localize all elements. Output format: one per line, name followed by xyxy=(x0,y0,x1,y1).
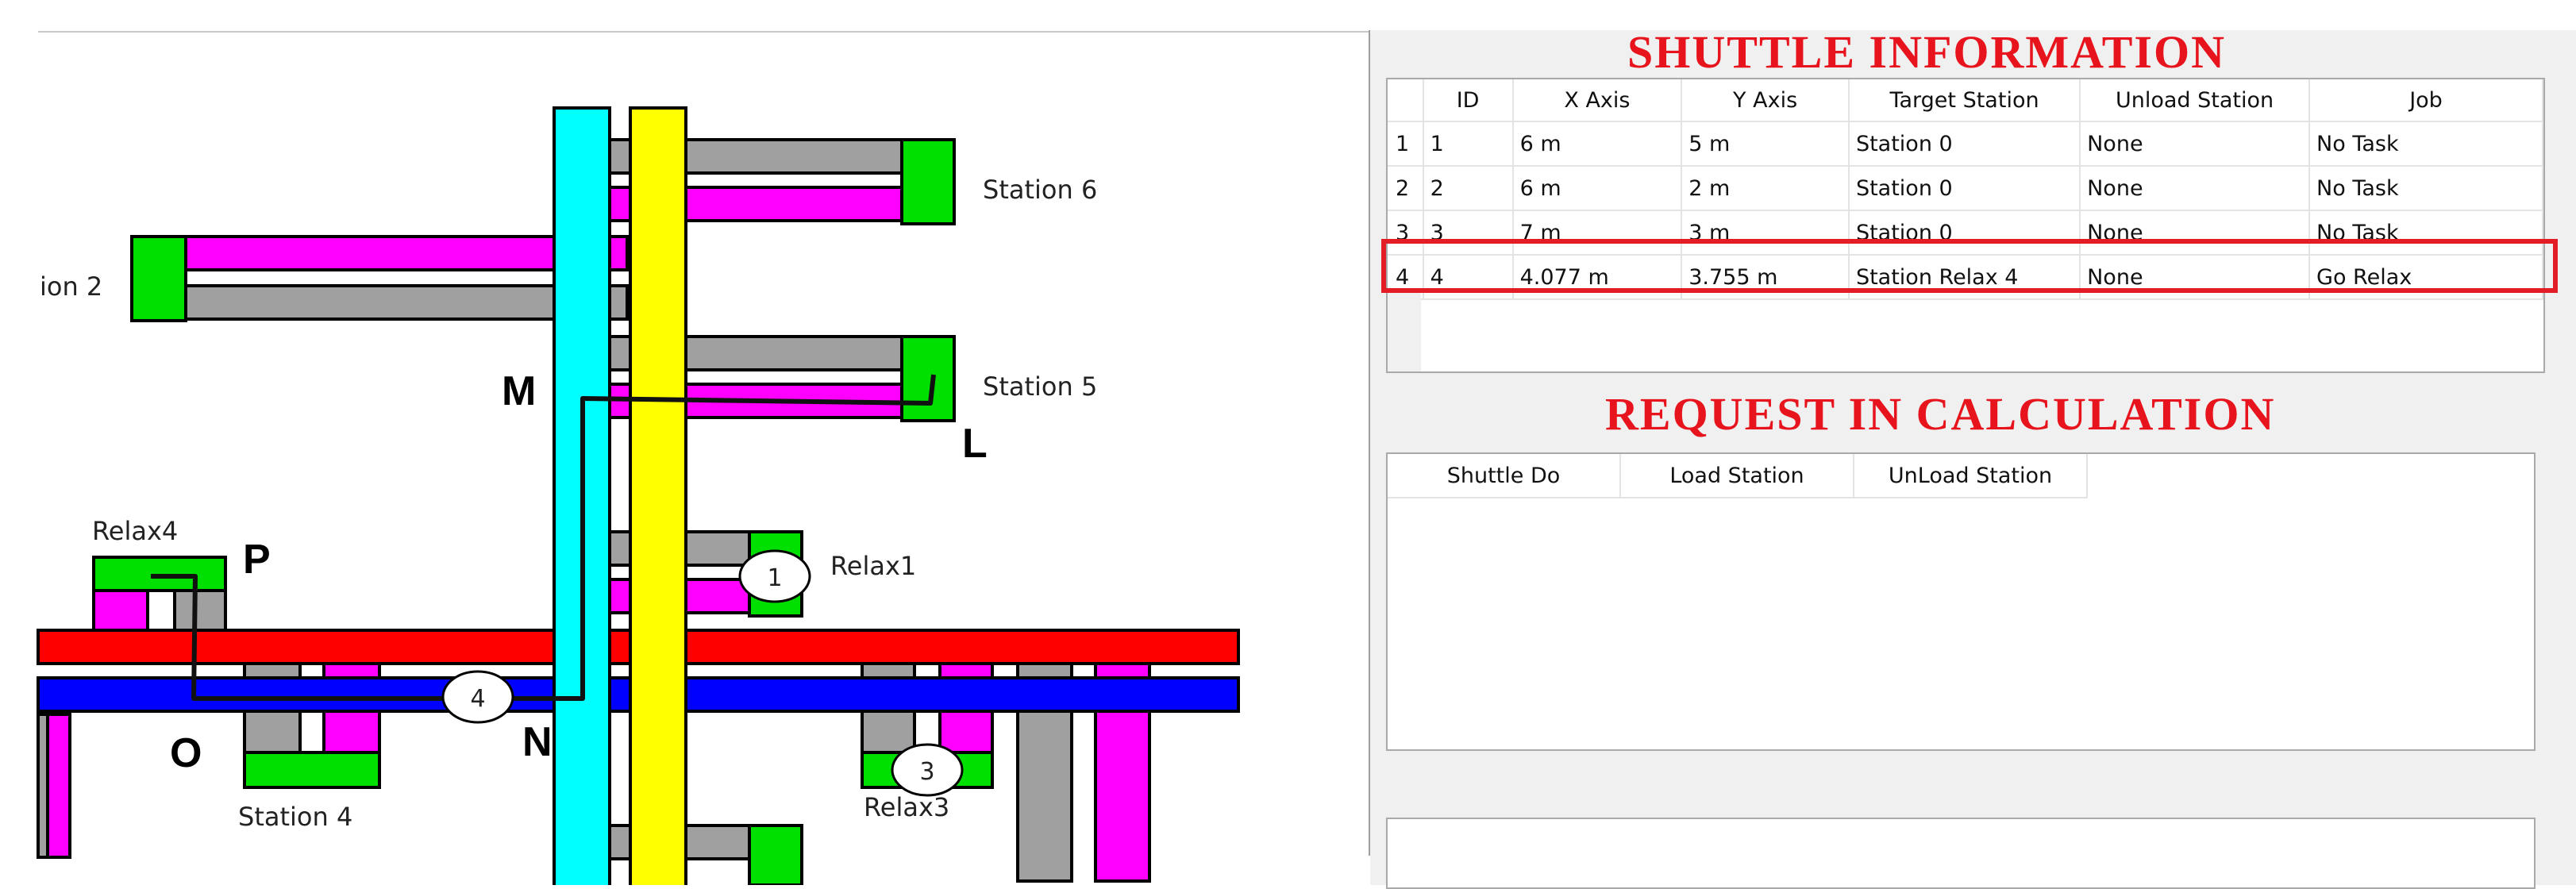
station4-block xyxy=(243,751,381,789)
label-station-6: Station 6 xyxy=(983,175,1097,205)
label-relax-3: Relax3 xyxy=(864,792,949,822)
col-header-shuttle-do[interactable]: Shuttle Do xyxy=(1388,454,1621,498)
point-p-label: P xyxy=(243,537,271,583)
shuttle-information-title: SHUTTLE INFORMATION xyxy=(1627,26,2226,78)
bottom-panel xyxy=(1386,818,2536,889)
cell-unload-station: None xyxy=(2080,166,2311,211)
lane-v-left-magenta xyxy=(46,713,71,859)
cell-y-axis: 5 m xyxy=(1681,121,1850,167)
point-o-label: O xyxy=(170,730,202,776)
table-row[interactable]: 3 3 7 m 3 m Station 0 None No Task xyxy=(1388,210,2543,256)
request-header-row: Shuttle Do Load Station UnLoad Station xyxy=(1388,454,2088,498)
col-header-job[interactable]: Job xyxy=(2309,79,2543,122)
cell-id: 3 xyxy=(1423,210,1514,256)
col-header-x-axis[interactable]: X Axis xyxy=(1512,79,1683,122)
cell-unload-station: None xyxy=(2080,121,2311,167)
table-row[interactable]: 2 2 6 m 2 m Station 0 None No Task xyxy=(1388,166,2543,211)
label-station-5: Station 5 xyxy=(983,371,1097,402)
route-path xyxy=(151,374,936,701)
row-highlight-box xyxy=(1381,239,2558,293)
cell-id: 2 xyxy=(1423,166,1514,211)
row-number: 3 xyxy=(1388,210,1424,256)
row-number: 2 xyxy=(1388,166,1424,211)
col-header-id[interactable]: ID xyxy=(1423,79,1514,122)
cell-job: No Task xyxy=(2309,121,2543,167)
label-relax-4: Relax4 xyxy=(92,516,178,546)
point-l-label: L xyxy=(962,421,988,467)
cell-x-axis: 6 m xyxy=(1512,121,1683,167)
station5-block xyxy=(900,335,956,422)
label-station-4: Station 4 xyxy=(238,802,352,832)
shuttle-4-label: 4 xyxy=(470,685,485,713)
panel-separator xyxy=(1369,30,1370,856)
col-header-target-station[interactable]: Target Station xyxy=(1848,79,2081,122)
shuttle-information-table[interactable]: ID X Axis Y Axis Target Station Unload S… xyxy=(1386,78,2545,373)
lane-v-yellow xyxy=(629,106,687,885)
request-in-calculation-title: REQUEST IN CALCULATION xyxy=(1605,388,2276,440)
bottom-block xyxy=(748,824,803,885)
cell-job: No Task xyxy=(2309,166,2543,211)
shuttle-1[interactable]: 1 xyxy=(738,549,811,603)
row-header-corner xyxy=(1388,79,1424,122)
cell-target-station: Station 0 xyxy=(1848,121,2081,167)
point-m-label: M xyxy=(502,368,536,414)
station2-block xyxy=(130,235,187,322)
cell-x-axis: 6 m xyxy=(1512,166,1683,211)
shuttle-3[interactable]: 3 xyxy=(891,743,964,797)
point-n-label: N xyxy=(522,719,553,765)
col-header-unload-station[interactable]: Unload Station xyxy=(2080,79,2311,122)
cell-target-station: Station 0 xyxy=(1848,210,2081,256)
label-relax-1: Relax1 xyxy=(830,551,916,581)
cell-id: 1 xyxy=(1423,121,1514,167)
cell-y-axis: 2 m xyxy=(1681,166,1850,211)
label-station-2: ion 2 xyxy=(40,271,102,302)
col-header-y-axis[interactable]: Y Axis xyxy=(1681,79,1850,122)
shuttle-map: 1 3 4 Station 6 ion 2 Station 5 Relax1 R… xyxy=(37,31,1369,885)
shuttle-4[interactable]: 4 xyxy=(441,670,514,724)
table-row[interactable]: 1 1 6 m 5 m Station 0 None No Task xyxy=(1388,121,2543,167)
row-number: 1 xyxy=(1388,121,1424,167)
cell-target-station: Station 0 xyxy=(1848,166,2081,211)
col-header-load-station[interactable]: Load Station xyxy=(1620,454,1854,498)
row-header-filler xyxy=(1388,292,1421,371)
shuttle-3-label: 3 xyxy=(919,758,934,786)
request-table[interactable]: Shuttle Do Load Station UnLoad Station xyxy=(1386,452,2536,751)
shuttle-1-label: 1 xyxy=(767,564,782,592)
station6-block xyxy=(900,138,956,225)
table-header-row: ID X Axis Y Axis Target Station Unload S… xyxy=(1388,79,2543,122)
col-header-unload-station[interactable]: UnLoad Station xyxy=(1854,454,2088,498)
